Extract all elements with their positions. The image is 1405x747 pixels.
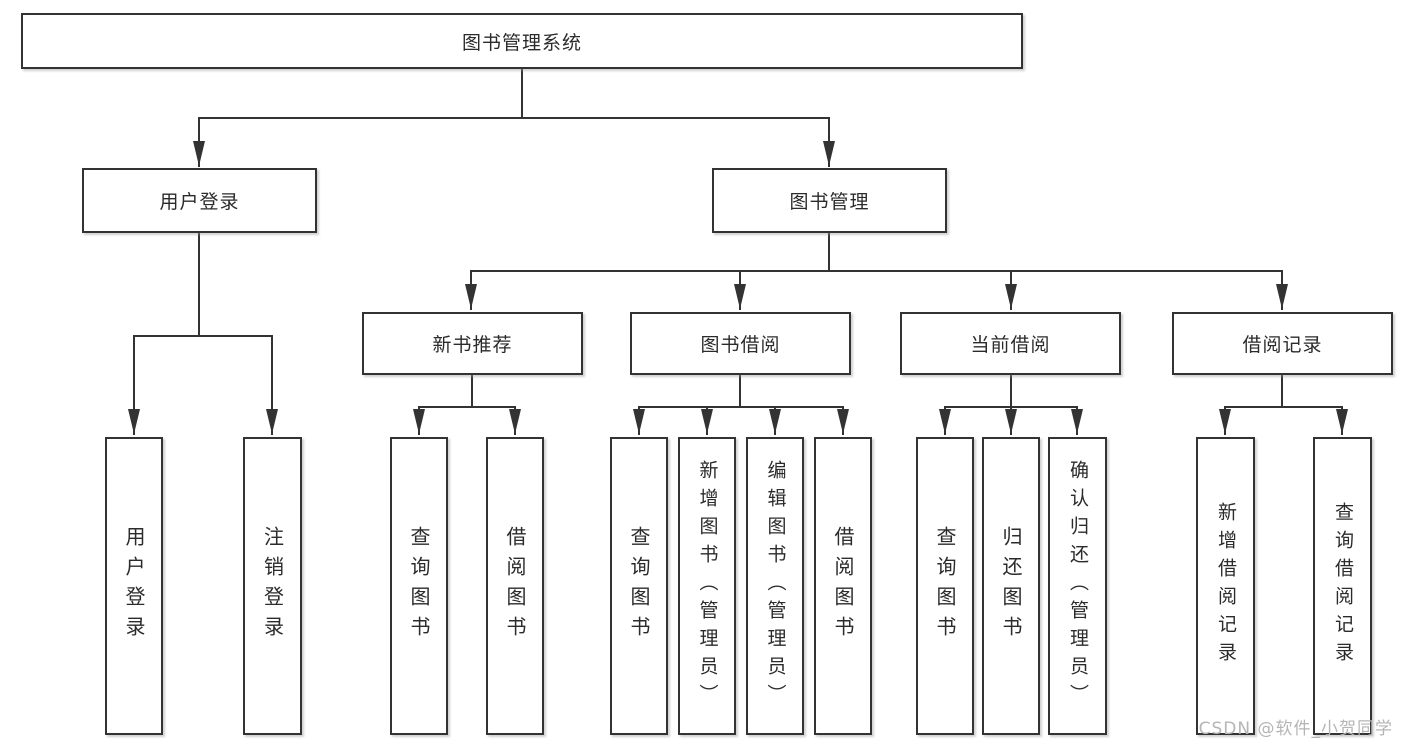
leaf-edit-books-admin: 编辑图书（管理员） [746, 437, 804, 735]
leaf-borrow-books-recommend: 借阅图书 [486, 437, 544, 735]
leaf-return-books-label: 归还图书 [999, 526, 1023, 646]
leaf-logout: 注销登录 [243, 437, 302, 735]
leaf-add-borrow-record-label: 新增借阅记录 [1215, 502, 1237, 670]
leaf-borrow-books: 借阅图书 [814, 437, 872, 735]
leaf-add-books-admin-label: 新增图书（管理员） [696, 460, 719, 712]
node-new-book-recommend-label: 新书推荐 [432, 334, 513, 356]
node-book-management: 图书管理 [712, 168, 947, 233]
node-current-borrow-label: 当前借阅 [970, 334, 1051, 356]
node-book-borrow: 图书借阅 [630, 312, 851, 375]
leaf-query-books-recommend-label: 查询图书 [407, 526, 431, 646]
node-root-label: 图书管理系统 [461, 31, 582, 54]
node-new-book-recommend: 新书推荐 [362, 312, 583, 375]
node-borrow-records-label: 借阅记录 [1242, 334, 1323, 356]
leaf-add-books-admin: 新增图书（管理员） [678, 437, 736, 735]
node-current-borrow: 当前借阅 [900, 312, 1121, 375]
leaf-query-books-recommend: 查询图书 [390, 437, 448, 735]
node-borrow-records: 借阅记录 [1172, 312, 1393, 375]
leaf-query-books-borrow: 查询图书 [610, 437, 668, 735]
node-book-management-label: 图书管理 [789, 191, 870, 213]
leaf-query-books-borrow-label: 查询图书 [627, 526, 651, 646]
leaf-logout-label: 注销登录 [260, 526, 285, 646]
leaf-query-books-current: 查询图书 [916, 437, 974, 735]
leaf-return-books: 归还图书 [982, 437, 1040, 735]
leaf-confirm-return-admin: 确认归还（管理员） [1048, 437, 1107, 735]
leaf-edit-books-admin-label: 编辑图书（管理员） [764, 460, 787, 712]
node-book-borrow-label: 图书借阅 [700, 334, 781, 356]
node-user-login: 用户登录 [82, 168, 317, 233]
leaf-borrow-books-recommend-label: 借阅图书 [503, 526, 527, 646]
leaf-query-borrow-record-label: 查询借阅记录 [1332, 502, 1354, 670]
node-root: 图书管理系统 [21, 13, 1023, 69]
csdn-watermark: CSDN @软件_小贺同学 [1198, 719, 1393, 739]
leaf-add-borrow-record: 新增借阅记录 [1196, 437, 1255, 735]
leaf-query-borrow-record: 查询借阅记录 [1313, 437, 1372, 735]
leaf-query-books-current-label: 查询图书 [933, 526, 957, 646]
node-user-login-label: 用户登录 [159, 191, 240, 213]
leaf-user-login-label: 用户登录 [122, 526, 146, 646]
leaf-borrow-books-label: 借阅图书 [831, 526, 855, 646]
leaf-confirm-return-admin-label: 确认归还（管理员） [1067, 460, 1089, 712]
leaf-user-login: 用户登录 [105, 437, 163, 735]
